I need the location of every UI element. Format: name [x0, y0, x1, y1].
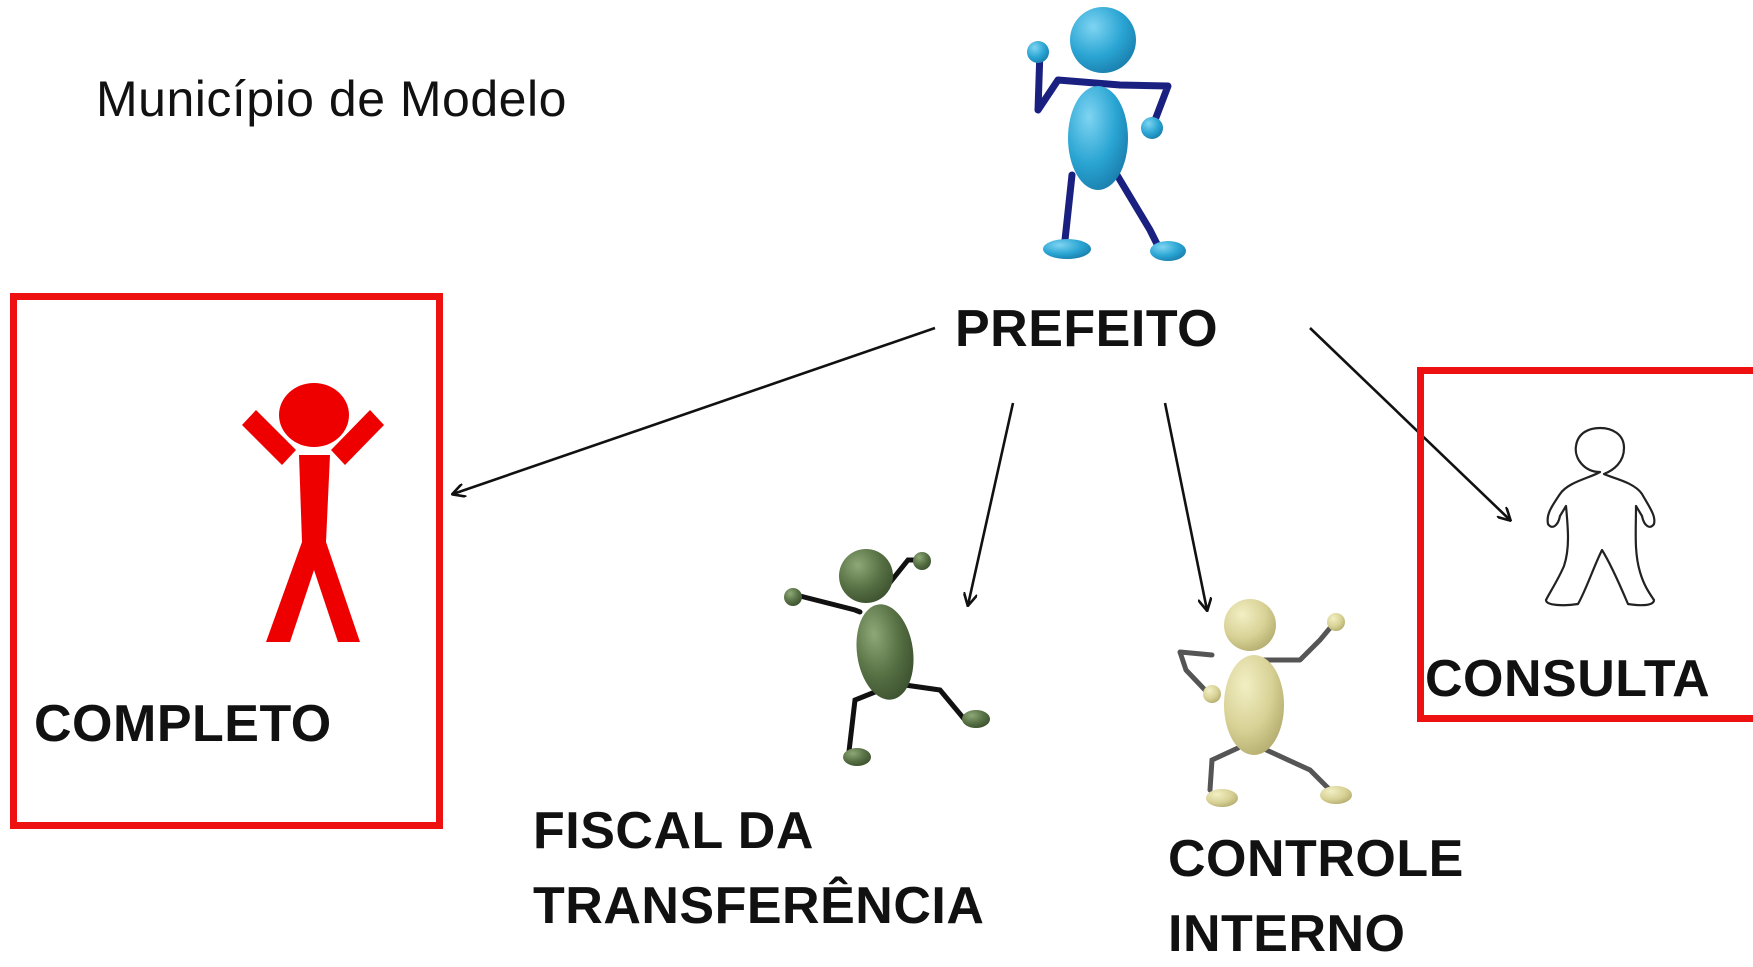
arrow-prefeito-to-controle	[1163, 402, 1207, 610]
consulta-highlight-box	[1417, 367, 1753, 722]
khaki-stick-figure-icon	[1177, 599, 1352, 807]
completo-label: COMPLETO	[34, 695, 332, 753]
arrow-prefeito-to-completo	[453, 326, 936, 494]
green-stick-figure-icon	[784, 549, 990, 766]
prefeito-label: PREFEITO	[955, 300, 1219, 358]
fiscal-label-line1: FISCAL DA	[533, 802, 814, 860]
arrow-prefeito-to-consulta	[1309, 327, 1510, 520]
controle-label-line2: INTERNO	[1168, 905, 1406, 963]
controle-label-line1: CONTROLE	[1168, 830, 1464, 888]
outline-person-icon	[1544, 426, 1656, 607]
page-title: Município de Modelo	[96, 71, 567, 127]
completo-highlight-box	[10, 293, 443, 829]
arrow-prefeito-to-fiscal	[968, 402, 1015, 605]
blue-stick-figure-icon	[1027, 7, 1186, 261]
consulta-label: CONSULTA	[1425, 650, 1711, 708]
fiscal-label-line2: TRANSFERÊNCIA	[533, 877, 985, 935]
red-stick-figure-icon	[242, 383, 384, 642]
